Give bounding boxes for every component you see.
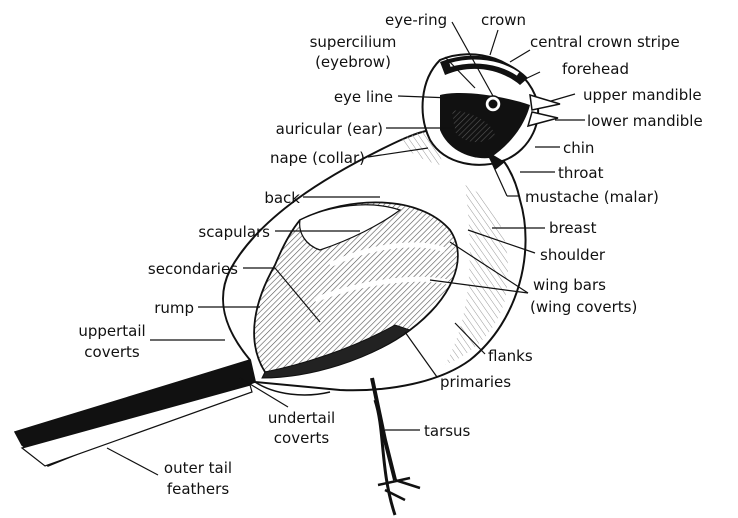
label-uppertail-coverts: coverts bbox=[62, 343, 162, 361]
label-upper-mandible: upper mandible bbox=[583, 86, 702, 104]
label-back: back bbox=[220, 189, 300, 207]
label-wing-bars: wing bars bbox=[533, 276, 606, 294]
label-undertail-coverts: coverts bbox=[254, 429, 349, 447]
label-mustache: mustache (malar) bbox=[525, 188, 659, 206]
eye bbox=[489, 100, 498, 109]
label-forehead: forehead bbox=[562, 60, 629, 78]
label-secondaries: secondaries bbox=[110, 260, 238, 278]
label-scapulars: scapulars bbox=[160, 223, 270, 241]
label-chin: chin bbox=[563, 139, 594, 157]
label-uppertail: uppertail bbox=[62, 322, 162, 340]
label-wing-coverts: (wing coverts) bbox=[530, 298, 637, 316]
label-throat: throat bbox=[558, 164, 603, 182]
label-outer-tail-feathers: feathers bbox=[148, 480, 248, 498]
label-supercilium: supercilium bbox=[298, 33, 408, 51]
label-central-crown-stripe: central crown stripe bbox=[530, 33, 680, 51]
label-undertail: undertail bbox=[254, 409, 349, 427]
label-rump: rump bbox=[110, 299, 194, 317]
upper-mandible bbox=[530, 95, 560, 110]
perch bbox=[375, 400, 395, 515]
label-primaries: primaries bbox=[440, 373, 511, 391]
lower-mandible bbox=[528, 112, 558, 126]
label-crown: crown bbox=[481, 11, 526, 29]
label-tarsus: tarsus bbox=[424, 422, 470, 440]
label-nape: nape (collar) bbox=[230, 149, 365, 167]
label-auricular: auricular (ear) bbox=[235, 120, 383, 138]
label-breast: breast bbox=[549, 219, 596, 237]
label-outer-tail: outer tail bbox=[148, 459, 248, 477]
label-shoulder: shoulder bbox=[540, 246, 605, 264]
label-lower-mandible: lower mandible bbox=[587, 112, 703, 130]
label-eye-ring: eye-ring bbox=[385, 11, 447, 29]
label-supercilium-eyebrow: (eyebrow) bbox=[298, 53, 408, 71]
label-eye-line: eye line bbox=[298, 88, 393, 106]
label-flanks: flanks bbox=[488, 347, 533, 365]
foot bbox=[378, 478, 420, 500]
